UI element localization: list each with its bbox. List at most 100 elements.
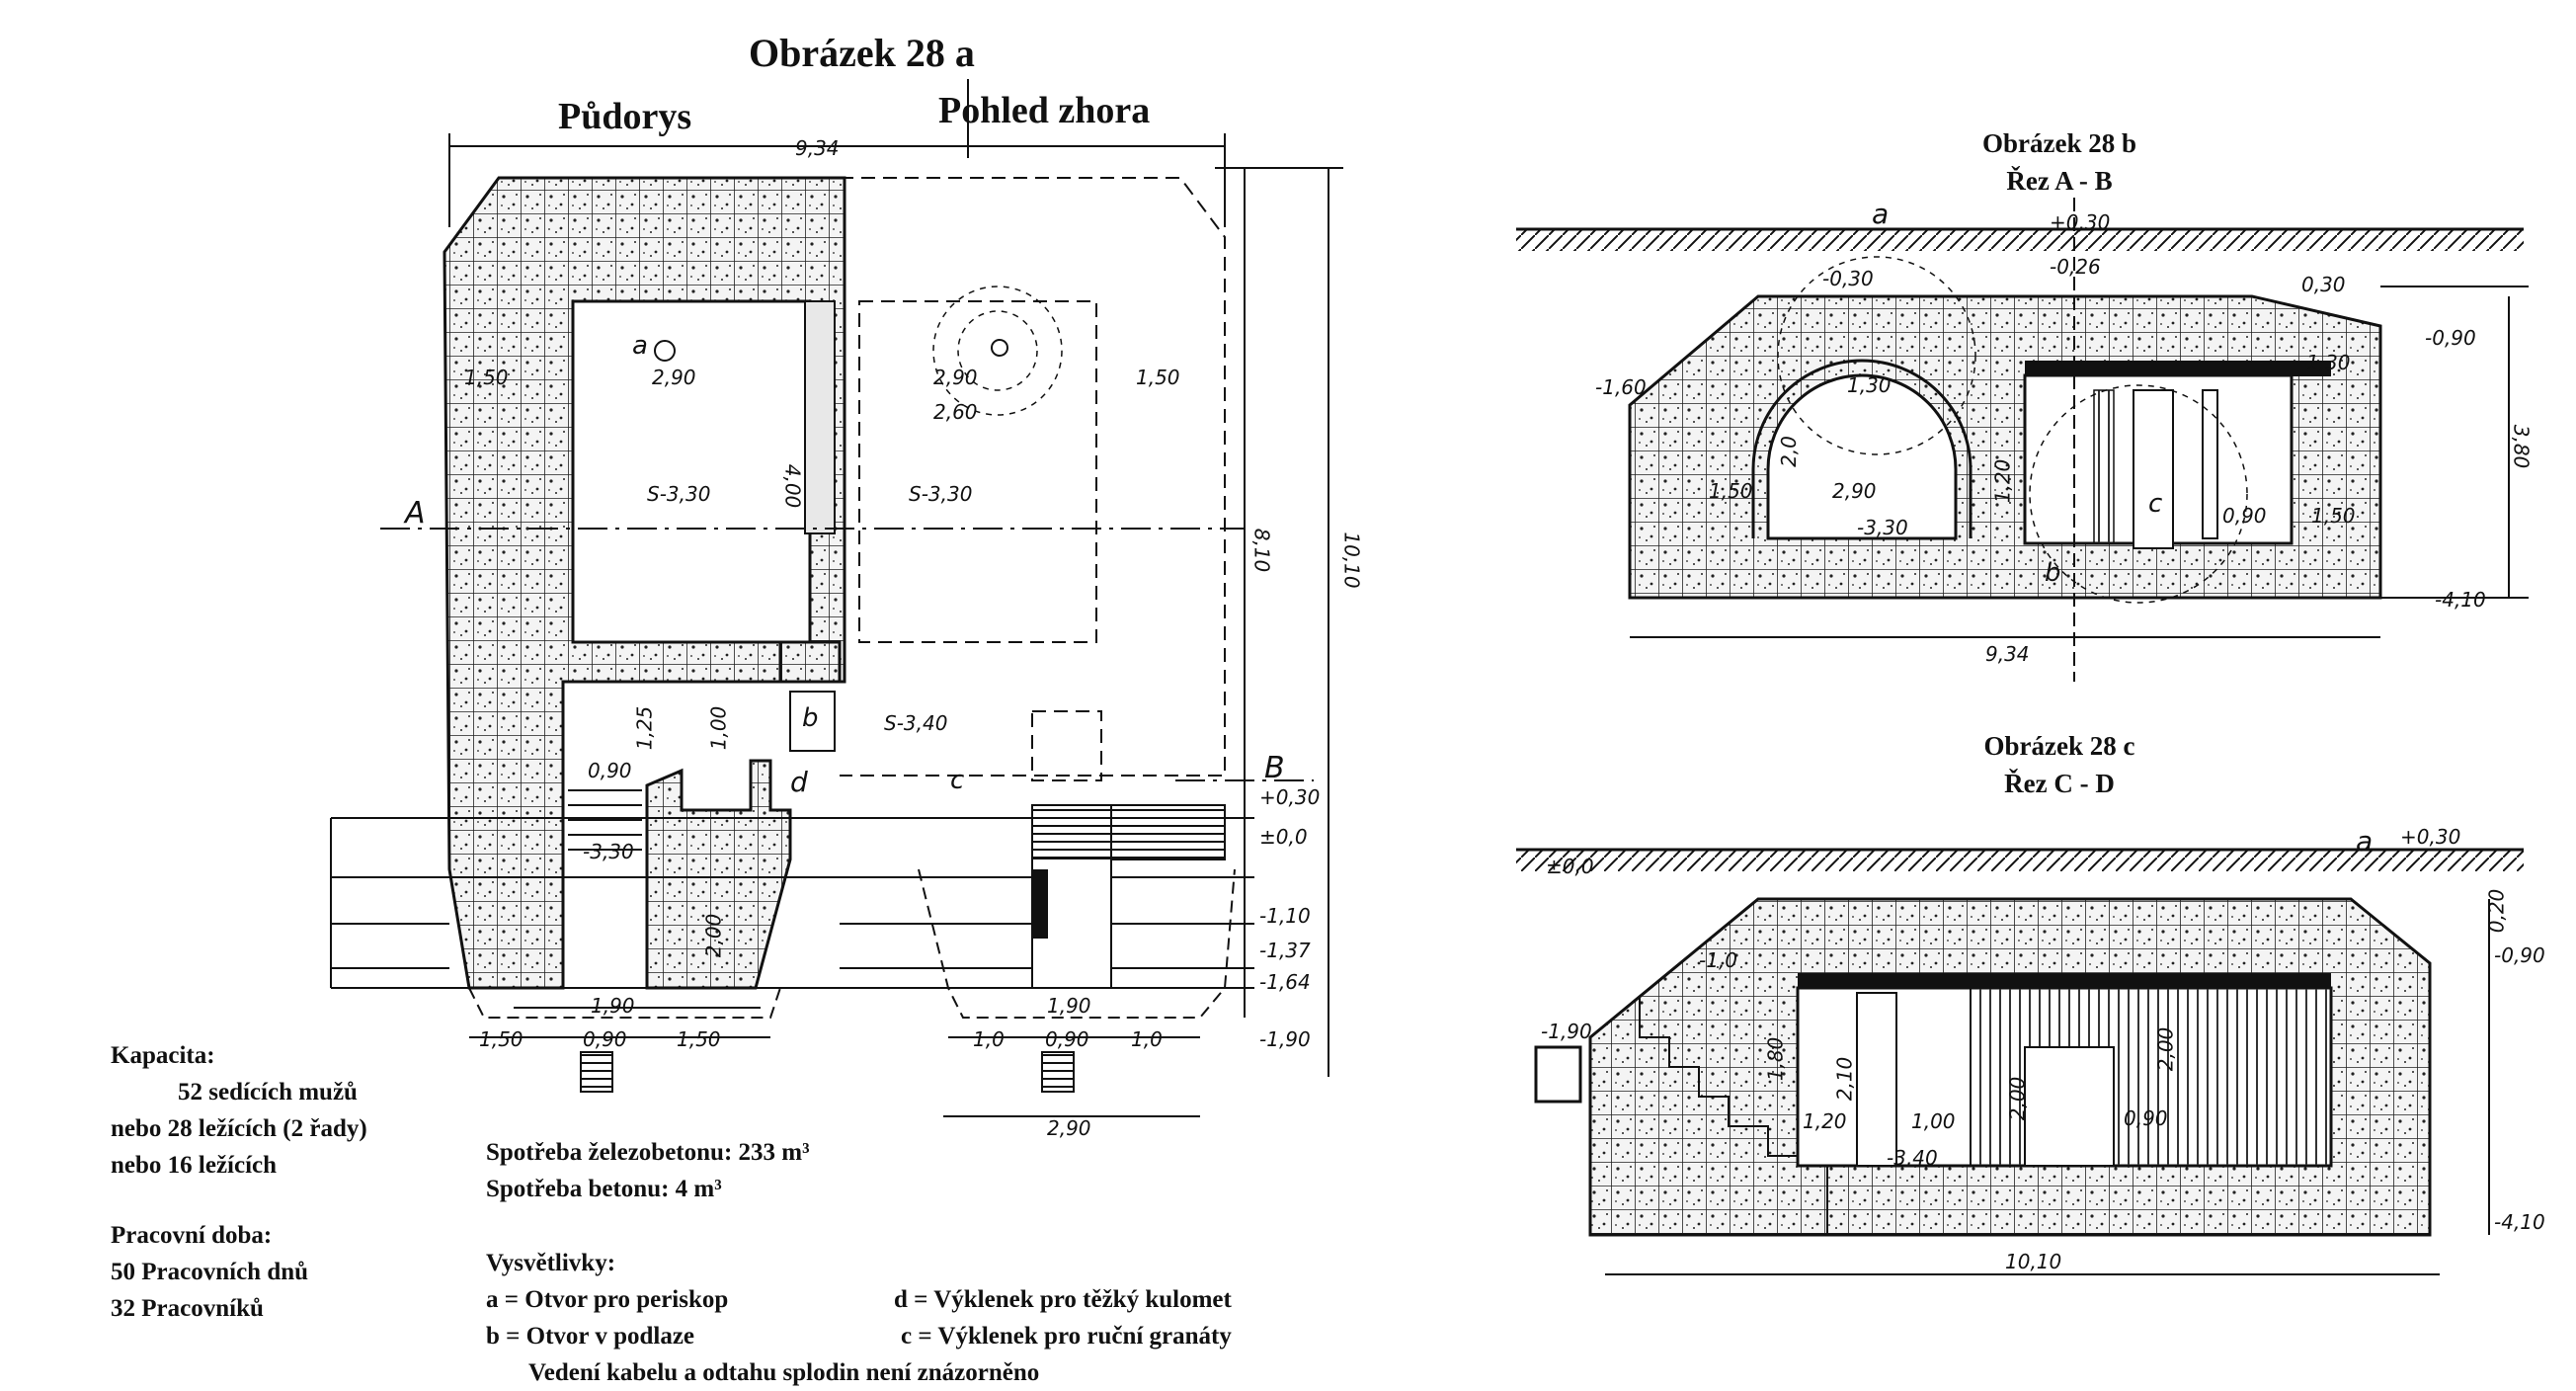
section-marker-a: A [405, 496, 426, 531]
dim-label: 0,90 [1045, 1027, 1089, 1051]
dim-label: 2,90 [1832, 479, 1877, 503]
dim-label: 1,00 [706, 705, 731, 751]
figure-28b-subtitle: Řez A - B [2006, 166, 2113, 196]
dim-label: 10,10 [2005, 1250, 2062, 1273]
capacity-line2: nebo 28 ležících (2 řady) [111, 1115, 367, 1142]
dim-label: -4,10 [2435, 588, 2486, 612]
dim-label: 0,90 [588, 759, 632, 782]
dim-label: -1,10 [1259, 904, 1311, 928]
dim-label: 1,50 [1709, 479, 1753, 503]
dim-label: 9,34 [1985, 642, 2030, 666]
dim-label: 1,30 [2306, 351, 2351, 374]
work-workers: 32 Pracovníků [111, 1295, 264, 1322]
legend-d: d = Výklenek pro těžký kulomet [894, 1286, 1232, 1313]
label-b: b [2045, 558, 2061, 588]
label-a: a [1872, 198, 1890, 230]
plan-view [330, 79, 1343, 1117]
capacity-heading: Kapacita: [111, 1042, 215, 1069]
figure-28a-title: Obrázek 28 a [749, 31, 975, 75]
dim-label: 1,90 [1047, 994, 1091, 1018]
dim-label: 1,20 [1803, 1109, 1847, 1133]
capacity-line3: nebo 16 ležících [111, 1152, 278, 1179]
dim-label: +0,30 [2050, 210, 2111, 234]
dim-label: 3,80 [2509, 424, 2534, 469]
work-heading: Pracovní doba: [111, 1222, 273, 1249]
work-days: 50 Pracovních dnů [111, 1259, 309, 1285]
dim-label: 1,50 [1136, 366, 1180, 389]
dim-label: -1,60 [1595, 375, 1647, 399]
dim-label: 2,00 [701, 913, 726, 958]
legend-heading: Vysvětlivky: [486, 1250, 616, 1276]
dim-label: ±0,0 [1546, 855, 1594, 878]
dim-label: 0,90 [2222, 504, 2267, 528]
dim-label: 0,90 [2124, 1106, 2168, 1130]
section-cd [1516, 848, 2524, 1275]
dim-label: 2,0 [1776, 436, 1801, 467]
dim-label: 2,90 [652, 366, 696, 389]
dim-label: -1,90 [1259, 1027, 1311, 1051]
dim-label: 1,00 [1911, 1109, 1956, 1133]
consumption-concrete: Spotřeba betonu: 4 m³ [486, 1176, 722, 1202]
dim-label: S-3,40 [884, 711, 948, 735]
legend-a: a = Otvor pro periskop [486, 1286, 729, 1313]
legend-b: b = Otvor v podlaze [486, 1323, 695, 1350]
dim-label: 0,90 [583, 1027, 627, 1051]
dim-label: -1,90 [1541, 1020, 1592, 1043]
dim-label: 2,10 [1832, 1056, 1857, 1102]
dim-label: 1,50 [479, 1027, 523, 1051]
label-c: c [2148, 489, 2163, 519]
dim-label: 1,0 [1131, 1027, 1163, 1051]
dim-label: 8,10 [1249, 528, 1274, 573]
label-b: b [802, 703, 819, 733]
dim-label: -4,10 [2494, 1210, 2545, 1234]
dim-label: +0,30 [2400, 825, 2461, 849]
label-a: a [2356, 825, 2374, 858]
dim-label: 4,00 [780, 463, 805, 509]
dim-label: S-3,30 [909, 482, 973, 506]
dim-label: -1,0 [1699, 948, 1738, 972]
dim-label: 2,00 [2153, 1026, 2178, 1072]
dim-label: 1,50 [2311, 504, 2356, 528]
dim-label: -3,30 [1857, 516, 1908, 539]
dim-label: 1,20 [1990, 458, 2015, 504]
dim-label: 1,90 [591, 994, 635, 1018]
section-marker-b: B [1264, 751, 1285, 785]
consumption-reinforced: Spotřeba železobetonu: 233 m³ [486, 1139, 810, 1166]
dim-label: S-3,30 [647, 482, 711, 506]
dim-label: -3,40 [1887, 1146, 1938, 1170]
dim-label: -0,26 [2050, 255, 2101, 279]
dim-label: 2,00 [2005, 1076, 2030, 1121]
dim-label: -1,37 [1259, 939, 1311, 962]
dim-label: 1,50 [464, 366, 509, 389]
dim-label: 9,34 [795, 136, 840, 160]
dim-label: -0,90 [2494, 943, 2545, 967]
plan-label: Půdorys [558, 96, 692, 137]
dim-label: -3,30 [583, 840, 634, 863]
dim-label: 0,20 [2484, 888, 2509, 934]
figure-28c-subtitle: Řez C - D [2004, 769, 2115, 798]
top-view-label: Pohled zhora [938, 90, 1151, 131]
capacity-line1: 52 sedících mužů [178, 1079, 358, 1105]
dim-label: -1,64 [1259, 970, 1311, 994]
dim-label: 10,10 [1339, 532, 1364, 589]
dim-label: -0,30 [1822, 267, 1874, 290]
figure-28b-title: Obrázek 28 b [1981, 128, 2136, 158]
dim-label: 1,0 [973, 1027, 1005, 1051]
dim-label: 1,50 [677, 1027, 721, 1051]
dim-label: 1,30 [1847, 373, 1892, 397]
dim-label: 1,80 [1763, 1036, 1788, 1082]
dim-label: 2,90 [933, 366, 978, 389]
legend-note: Vedení kabelu a odtahu splodin není znáz… [528, 1359, 1040, 1386]
dim-label: -0,90 [2425, 326, 2476, 350]
dim-label: 2,90 [1047, 1116, 1091, 1140]
label-c: c [950, 766, 965, 795]
label-d: d [790, 766, 808, 798]
legend-c: c = Výklenek pro ruční granáty [901, 1323, 1232, 1350]
dim-label: 0,30 [2301, 273, 2346, 296]
dim-label: 2,60 [933, 400, 978, 424]
dim-label: ±0,0 [1259, 825, 1308, 849]
section-ab [1516, 198, 2529, 682]
figure-28c-title: Obrázek 28 c [1983, 731, 2135, 761]
